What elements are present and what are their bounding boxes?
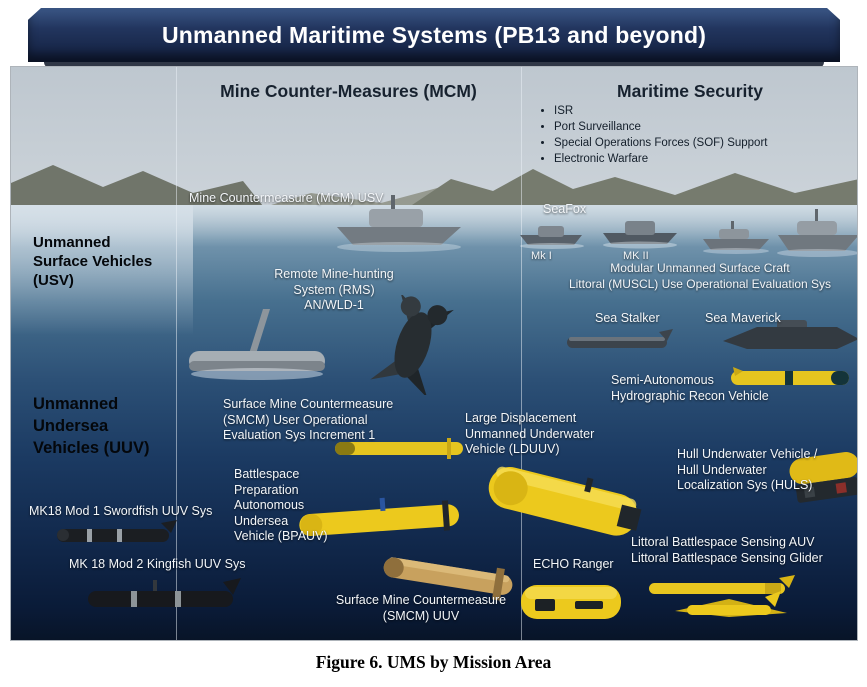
sahrv-graphic — [727, 363, 857, 393]
label-mk18-mod2: MK 18 Mod 2 Kingfish UUV Sys — [69, 557, 246, 571]
label-smcm-uoes: Surface Mine Countermeasure (SMCM) User … — [223, 397, 394, 442]
bullet-isr: ISR — [554, 103, 767, 119]
lbs-auv-graphic — [645, 575, 797, 601]
figure-caption: Figure 6. UMS by Mission Area — [315, 652, 552, 672]
row-label-usv: Unmanned Surface Vehicles (USV) — [33, 234, 153, 289]
label-mk18-mod1: MK18 Mod 1 Swordfish UUV Sys — [29, 504, 213, 518]
seafox-mk1-graphic — [516, 219, 588, 249]
label-seafox-mk2: MK II — [623, 250, 649, 262]
figure-title: Unmanned Maritime Systems (PB13 and beyo… — [161, 21, 707, 48]
column-divider-left — [176, 67, 177, 640]
left-column-haze — [11, 205, 193, 335]
echo-ranger-graphic — [517, 575, 625, 627]
maritime-security-bullets: ISR Port Surveillance Special Operations… — [539, 103, 767, 167]
column-header-mcm: Mine Counter-Measures (MCM) — [220, 81, 477, 101]
label-echo-ranger: ECHO Ranger — [533, 557, 614, 571]
rms-graphic — [183, 305, 333, 385]
smcm-uuv-graphic — [377, 551, 529, 603]
seafox-mk2-graphic — [599, 213, 681, 249]
column-header-maritime-security: Maritime Security — [617, 81, 763, 101]
maritime-usv-1-graphic — [699, 219, 774, 255]
mcm-usv-graphic — [329, 191, 469, 253]
sea-stalker-graphic — [563, 329, 675, 355]
bullet-sof-support: Special Operations Forces (SOF) Support — [554, 135, 767, 151]
bullet-port-surveillance: Port Surveillance — [554, 119, 767, 135]
maritime-usv-2-graphic — [773, 207, 857, 259]
sea-maverick-graphic — [717, 317, 857, 357]
label-muscl: Modular Unmanned Surface Craft Littoral … — [568, 261, 832, 291]
lbs-glider-graphic — [659, 591, 799, 627]
bpauv-graphic — [293, 493, 471, 543]
bullet-electronic-warfare: Electronic Warfare — [554, 151, 767, 167]
label-seafox: SeaFox — [543, 202, 587, 216]
banner-shadow — [44, 60, 824, 68]
column-divider-right — [521, 67, 522, 640]
label-seafox-mk1: Mk I — [531, 250, 552, 262]
label-lbs: Littoral Battlespace Sensing AUV Littora… — [631, 535, 823, 565]
mission-area-graphic: Mine Counter-Measures (MCM) Maritime Sec… — [10, 66, 858, 641]
label-rms: Remote Mine-hunting System (RMS) AN/WLD-… — [274, 267, 394, 312]
label-huls: Hull Underwater Vehicle / Hull Underwate… — [677, 447, 818, 492]
label-lduuv: Large Displacement Unmanned Underwater V… — [465, 411, 595, 456]
label-smcm-uuv: Surface Mine Countermeasure (SMCM) UUV — [335, 593, 507, 623]
mk18-mod1-graphic — [53, 519, 183, 551]
label-sea-maverick: Sea Maverick — [705, 311, 781, 325]
label-bpauv: Battlespace Preparation Autonomous Under… — [234, 467, 328, 543]
title-banner: Unmanned Maritime Systems (PB13 and beyo… — [28, 8, 840, 62]
label-mcm-usv: Mine Countermeasure (MCM) USV — [189, 191, 384, 205]
row-label-uuv: Unmanned Undersea Vehicles (UUV) — [33, 395, 150, 457]
label-sahrv: Semi-Autonomous Hydrographic Recon Vehic… — [611, 373, 769, 403]
huls-graphic — [783, 449, 857, 511]
lduuv-graphic — [481, 455, 651, 550]
label-sea-stalker: Sea Stalker — [595, 311, 660, 325]
mk18-mod2-graphic — [83, 575, 248, 617]
towed-sonar-graphic — [359, 295, 467, 395]
smcm-uoes-graphic — [329, 433, 471, 463]
